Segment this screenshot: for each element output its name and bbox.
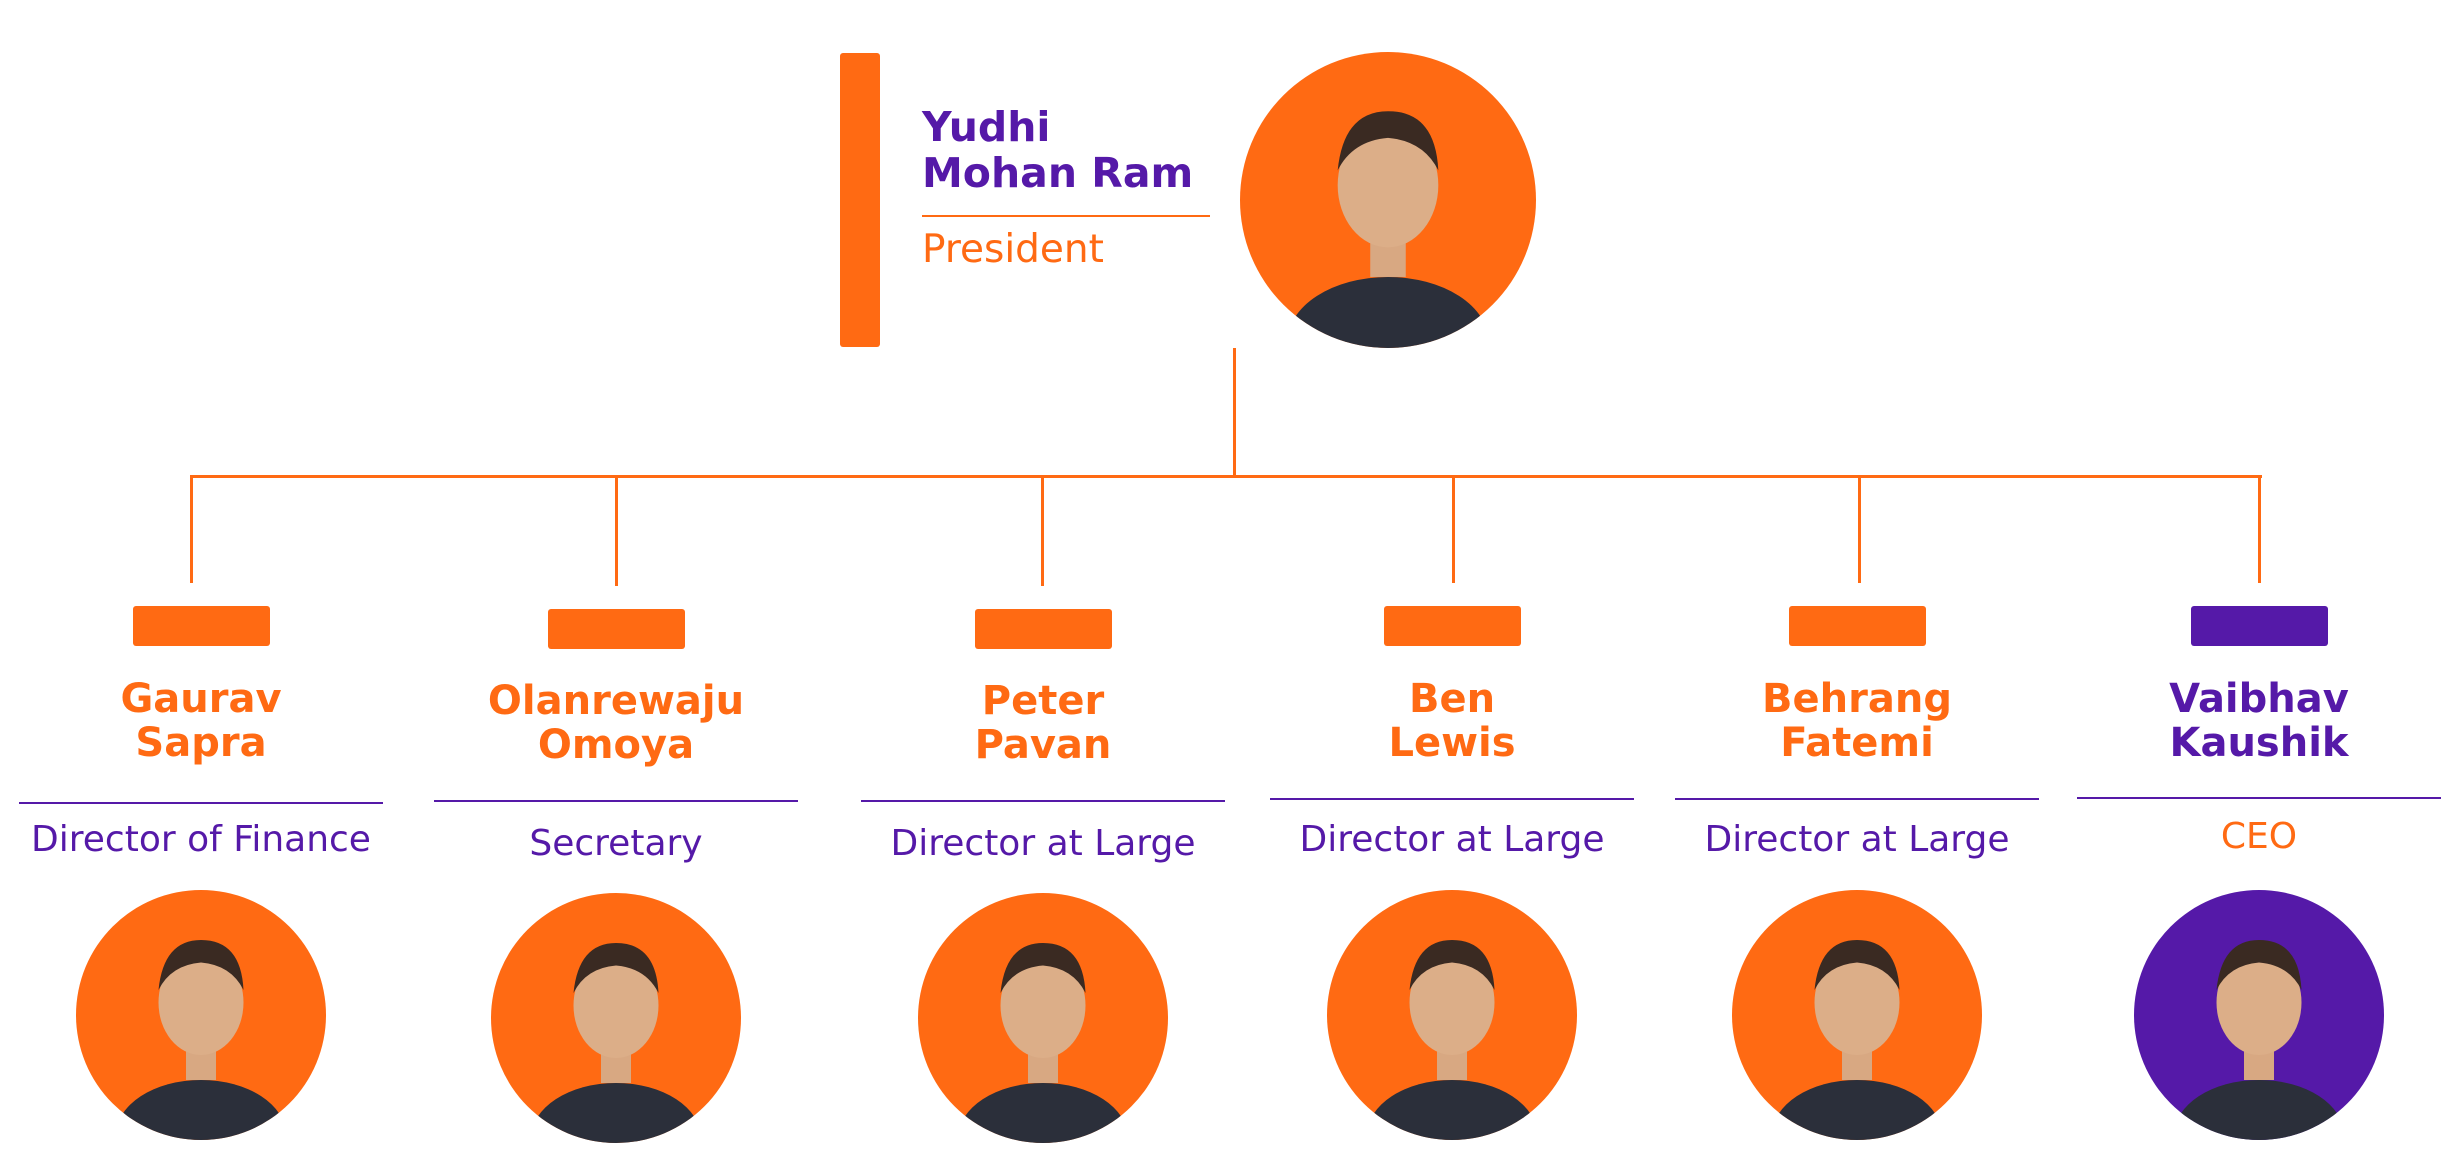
- member-accent-tab: [1384, 606, 1521, 646]
- member-photo-icon: [1732, 890, 1982, 1140]
- member-name: Ben Lewis: [1388, 676, 1516, 766]
- member-name: Gaurav Sapra: [120, 676, 282, 766]
- member-divider: [434, 800, 798, 802]
- member-divider: [861, 800, 1225, 802]
- member-accent-tab: [1789, 606, 1926, 646]
- member-role: Director of Finance: [31, 819, 371, 860]
- member-name: Peter Pavan: [974, 678, 1112, 768]
- member-photo-icon: [918, 893, 1168, 1143]
- member-accent-tab: [548, 609, 685, 649]
- president-photo-icon: [1240, 52, 1536, 348]
- connector-horizontal: [191, 475, 2262, 478]
- member-role: Director at Large: [1299, 819, 1605, 860]
- member-divider: [1270, 798, 1634, 800]
- member-role: Secretary: [529, 823, 703, 864]
- connector-drop-5: [1858, 475, 1861, 583]
- member-accent-tab: [133, 606, 270, 646]
- member-divider: [1675, 798, 2039, 800]
- president-accent-bar: [840, 53, 880, 347]
- president-divider: [922, 215, 1210, 217]
- member-photo-icon: [2134, 890, 2384, 1140]
- member-role: Director at Large: [1704, 819, 2010, 860]
- member-photo-icon: [1327, 890, 1577, 1140]
- connector-drop-6: [2258, 475, 2261, 583]
- connector-trunk: [1233, 348, 1236, 476]
- member-divider: [2077, 797, 2441, 799]
- member-accent-tab: [2191, 606, 2328, 646]
- president-name: Yudhi Mohan Ram: [922, 103, 1194, 197]
- member-name: Vaibhav Kaushik: [2169, 676, 2349, 766]
- member-name: Olanrewaju Omoya: [487, 678, 745, 768]
- connector-drop-4: [1452, 475, 1455, 583]
- president-title: President: [922, 227, 1104, 272]
- connector-drop-2: [615, 475, 618, 586]
- member-role: Director at Large: [890, 823, 1196, 864]
- member-photo-icon: [76, 890, 326, 1140]
- member-name: Behrang Fatemi: [1762, 676, 1952, 766]
- connector-drop-1: [190, 475, 193, 583]
- member-accent-tab: [975, 609, 1112, 649]
- member-photo-icon: [491, 893, 741, 1143]
- connector-drop-3: [1041, 475, 1044, 586]
- member-role: CEO: [2220, 816, 2298, 857]
- member-divider: [19, 802, 383, 804]
